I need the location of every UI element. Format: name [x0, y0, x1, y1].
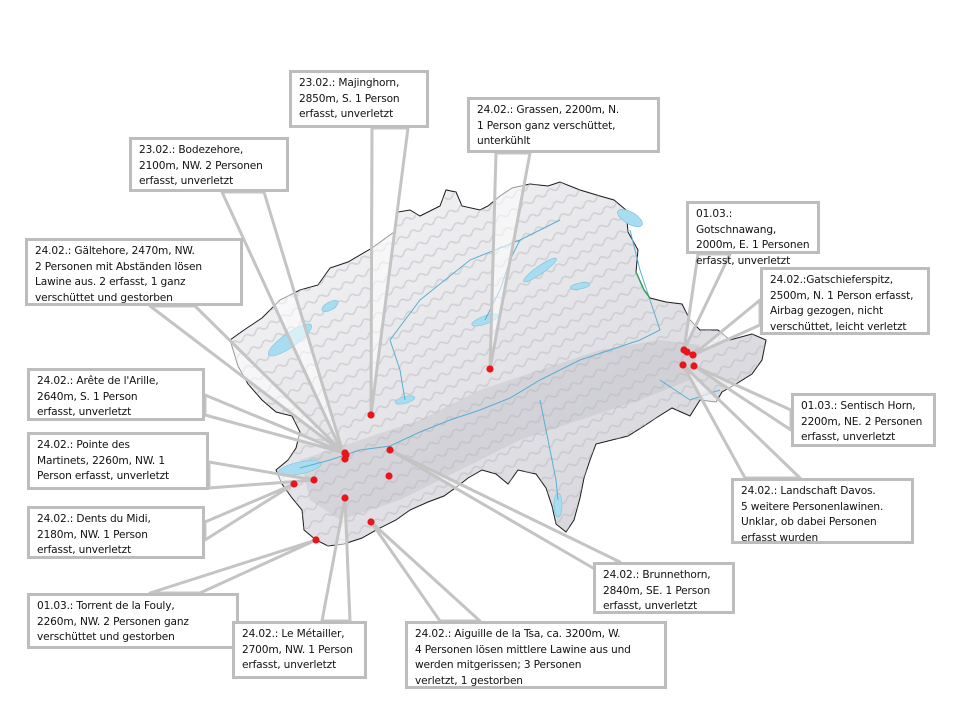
river-rhone: [299, 379, 541, 469]
marker-grassen[interactable]: [486, 365, 494, 373]
callout-dents-du-midi: 24.02.: Dents du Midi, 2180m, NW. 1 Pers…: [27, 506, 205, 559]
lake-constance: [617, 208, 643, 228]
leader-dents-du-midi: [203, 482, 296, 542]
callout-sentisch-horn: 01.03.: Sentisch Horn, 2200m, NE. 2 Pers…: [791, 393, 936, 447]
leader-majinghorn: [369, 126, 410, 417]
callout-gotschnawang: 01.03.: Gotschnawang, 2000m, E. 1 Person…: [686, 201, 820, 267]
marker-sentisch-horn[interactable]: [690, 362, 698, 370]
marker-pointe-martinets[interactable]: [310, 476, 318, 484]
callout-brunnethorn: 24.02.: Brunnethorn, 2840m, SE. 1 Person…: [593, 562, 735, 614]
lake-maggiore: [553, 492, 563, 518]
leader-gotschnawang: [682, 252, 732, 352]
alpine-shading: [300, 340, 700, 520]
green-border-segment: [635, 271, 651, 299]
marker-le-metailler[interactable]: [341, 494, 349, 502]
river-rhine: [539, 229, 661, 381]
river-ticino: [539, 399, 559, 501]
marker-dents-du-midi[interactable]: [290, 480, 298, 488]
marker-aiguille-tsa[interactable]: [367, 518, 375, 526]
incident-markers: [290, 346, 698, 544]
callout-gaeltehore: 24.02.: Gältehore, 2470m, NW. 2 Personen…: [25, 238, 243, 306]
leader-grassen: [488, 151, 532, 371]
marker-extra[interactable]: [683, 348, 691, 356]
marker-landschaft-davos[interactable]: [679, 361, 687, 369]
lake-walen: [569, 282, 591, 290]
callout-majinghorn: 23.02.: Majinghorn, 2850m, S. 1 Person e…: [289, 70, 429, 128]
lakes: [268, 208, 643, 518]
leader-gaeltehore: [148, 304, 348, 457]
lake-biel: [321, 300, 339, 312]
marker-majinghorn[interactable]: [367, 411, 375, 419]
leader-aiguille-tsa: [369, 520, 482, 623]
callout-arete-arille: 24.02.: Arête de l'Arille, 2640m, S. 1 P…: [27, 368, 205, 421]
callout-le-metailler: 24.02.: Le Métailler, 2700m, NW. 1 Perso…: [232, 621, 367, 679]
callout-pointe-martinets: 24.02.: Pointe des Martinets, 2260m, NW.…: [27, 432, 209, 490]
marker-brunnethorn[interactable]: [386, 446, 394, 454]
leader-bodezehore: [220, 190, 347, 461]
callout-landschaft-davos: 24.02.: Landschaft Davos. 5 weitere Pers…: [731, 478, 914, 544]
marker-gatschieferspitz[interactable]: [689, 351, 697, 359]
callout-torrent-fouly: 01.03.: Torrent de la Fouly, 2260m, NW. …: [27, 593, 239, 649]
callout-aiguille-tsa: 24.02.: Aiguille de la Tsa, ca. 3200m, W…: [405, 621, 667, 689]
leader-lines: [148, 126, 802, 623]
leader-pointe-martinets: [207, 460, 316, 490]
callout-gatschieferspitz: 24.02.:Gatschieferspitz, 2500m, N. 1 Per…: [760, 267, 930, 335]
marker-extra[interactable]: [385, 472, 393, 480]
callout-grassen: 24.02.: Grassen, 2200m, N. 1 Person ganz…: [467, 97, 660, 153]
leader-arete-arille: [203, 393, 347, 455]
lake-zurich: [523, 257, 557, 283]
marker-torrent-fouly[interactable]: [312, 536, 320, 544]
callout-bodezehore: 23.02.: Bodezehore, 2100m, NW. 2 Persone…: [129, 137, 289, 192]
marker-arete-arille[interactable]: [341, 449, 349, 457]
terrain-relief: [230, 182, 766, 546]
